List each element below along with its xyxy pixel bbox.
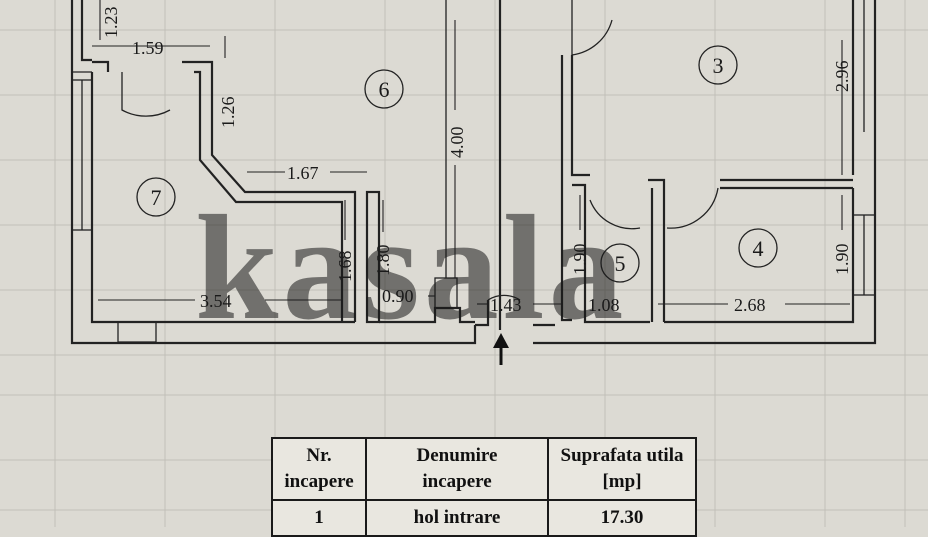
header-area-line2: [mp]	[602, 471, 642, 492]
room-label-5: 5	[600, 243, 640, 283]
room-label-6: 6	[364, 69, 404, 109]
dim-label-1-80: 1.80	[373, 245, 393, 277]
header-room-name: Denumire incapere	[365, 437, 549, 501]
room-area-table: Nr. incapere Denumire incapere Suprafata…	[271, 437, 697, 537]
svg-text:4: 4	[753, 236, 764, 261]
header-nr-line2: incapere	[284, 471, 354, 492]
exterior-walls	[70, 0, 877, 345]
header-nr-line1: Nr.	[306, 445, 332, 466]
dim-label-1-43: 1.43	[490, 295, 522, 315]
cell-area: 17.30	[547, 499, 697, 537]
entrance-arrow-icon	[493, 333, 509, 365]
watermark-logo: kasala	[195, 185, 627, 351]
dim-label-1-90-left: 1.90	[570, 244, 590, 276]
table-header-row: Nr. incapere Denumire incapere Suprafata…	[271, 437, 697, 501]
dim-label-4-00: 4.00	[447, 127, 467, 159]
room-label-4: 4	[738, 228, 778, 268]
dim-label-1-68: 1.68	[335, 251, 355, 283]
dim-label-1-59: 1.59	[132, 38, 164, 58]
header-area-line1: Suprafata utila	[560, 445, 684, 466]
svg-text:5: 5	[615, 251, 626, 276]
dim-label-1-23: 1.23	[101, 7, 121, 39]
dimension-lines	[92, 0, 850, 305]
cell-name: hol intrare	[365, 499, 549, 537]
dim-label-2-96: 2.96	[832, 61, 852, 93]
dim-label-1-08: 1.08	[588, 295, 620, 315]
room-label-7: 7	[136, 177, 176, 217]
svg-text:6: 6	[379, 77, 390, 102]
dim-label-1-90-right: 1.90	[832, 244, 852, 276]
header-name-line1: Denumire	[416, 445, 498, 466]
room-label-3: 3	[698, 45, 738, 85]
interior-walls	[92, 0, 855, 330]
svg-text:3: 3	[713, 53, 724, 78]
dim-label-0-90: 0.90	[382, 286, 414, 306]
header-name-line2: incapere	[422, 471, 492, 492]
cell-nr: 1	[271, 499, 367, 537]
svg-text:7: 7	[151, 185, 162, 210]
dim-label-3-54: 3.54	[200, 291, 232, 311]
header-room-number: Nr. incapere	[271, 437, 367, 501]
table-row: 1 hol intrare 17.30	[271, 499, 697, 537]
dim-label-1-67: 1.67	[287, 163, 319, 183]
dim-label-2-68: 2.68	[734, 295, 766, 315]
dim-label-1-26: 1.26	[218, 97, 238, 129]
header-usable-area: Suprafata utila [mp]	[547, 437, 697, 501]
